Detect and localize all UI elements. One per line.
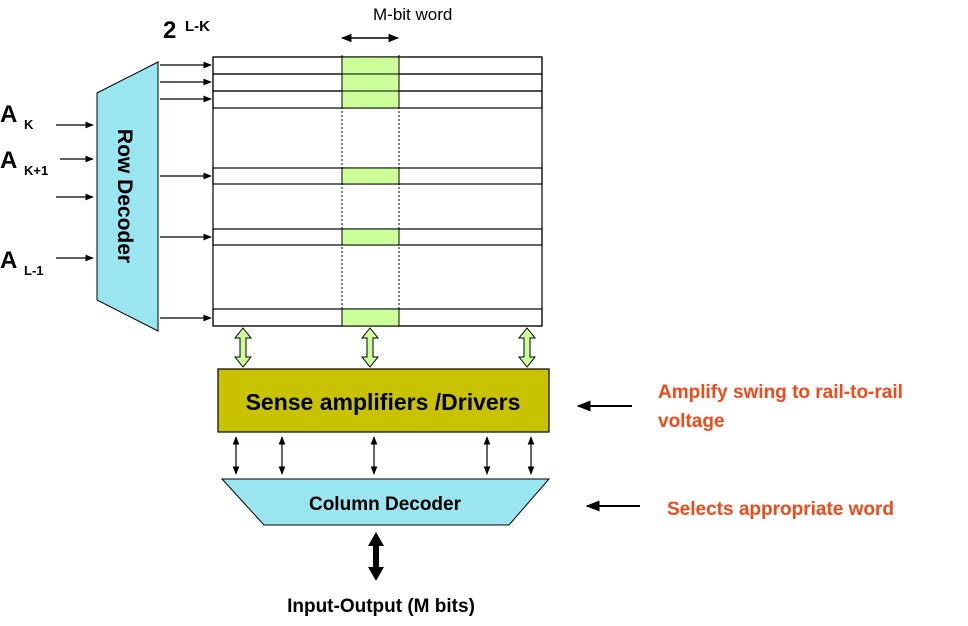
address-input-ak: A K (0, 101, 94, 132)
bitline-double-arrows (233, 327, 537, 368)
exponent-power: L-K (185, 18, 210, 35)
word-cell (341, 90, 400, 109)
selects-annotation: Selects appropriate word (667, 499, 894, 520)
column-decoder-label: Column Decoder (309, 494, 462, 515)
svg-text:K+1: K+1 (24, 163, 48, 178)
address-input-al1: A L-1 (0, 247, 94, 278)
word-cell (341, 167, 400, 185)
exponent-base: 2 (163, 17, 176, 44)
word-cell (341, 228, 400, 246)
svg-text:A: A (0, 247, 17, 274)
svg-text:L-1: L-1 (24, 263, 44, 278)
address-input-ak1: A K+1 (0, 147, 94, 178)
row-decoder-label: Row Decoder (113, 129, 136, 263)
memory-array (212, 55, 543, 327)
word-cell (341, 308, 400, 327)
svg-text:A: A (0, 147, 17, 174)
amplify-annotation-line2: voltage (658, 411, 725, 432)
io-double-arrow (368, 532, 384, 581)
io-label: Input-Output (M bits) (287, 596, 475, 617)
svg-text:A: A (0, 101, 17, 128)
amplify-annotation-line1: Amplify swing to rail-to-rail (658, 382, 903, 403)
svg-text:K: K (24, 117, 34, 132)
word-width-label: M-bit word (373, 5, 452, 24)
word-cell (341, 73, 400, 92)
sense-to-column-arrows (232, 436, 535, 475)
row-decoder-block (96, 61, 159, 332)
sense-amplifiers-label: Sense amplifiers /Drivers (246, 389, 521, 415)
column-decoder-block (220, 478, 551, 526)
word-cell (341, 56, 400, 75)
sense-amplifiers-block (217, 368, 550, 433)
word-line-arrows (160, 61, 212, 322)
